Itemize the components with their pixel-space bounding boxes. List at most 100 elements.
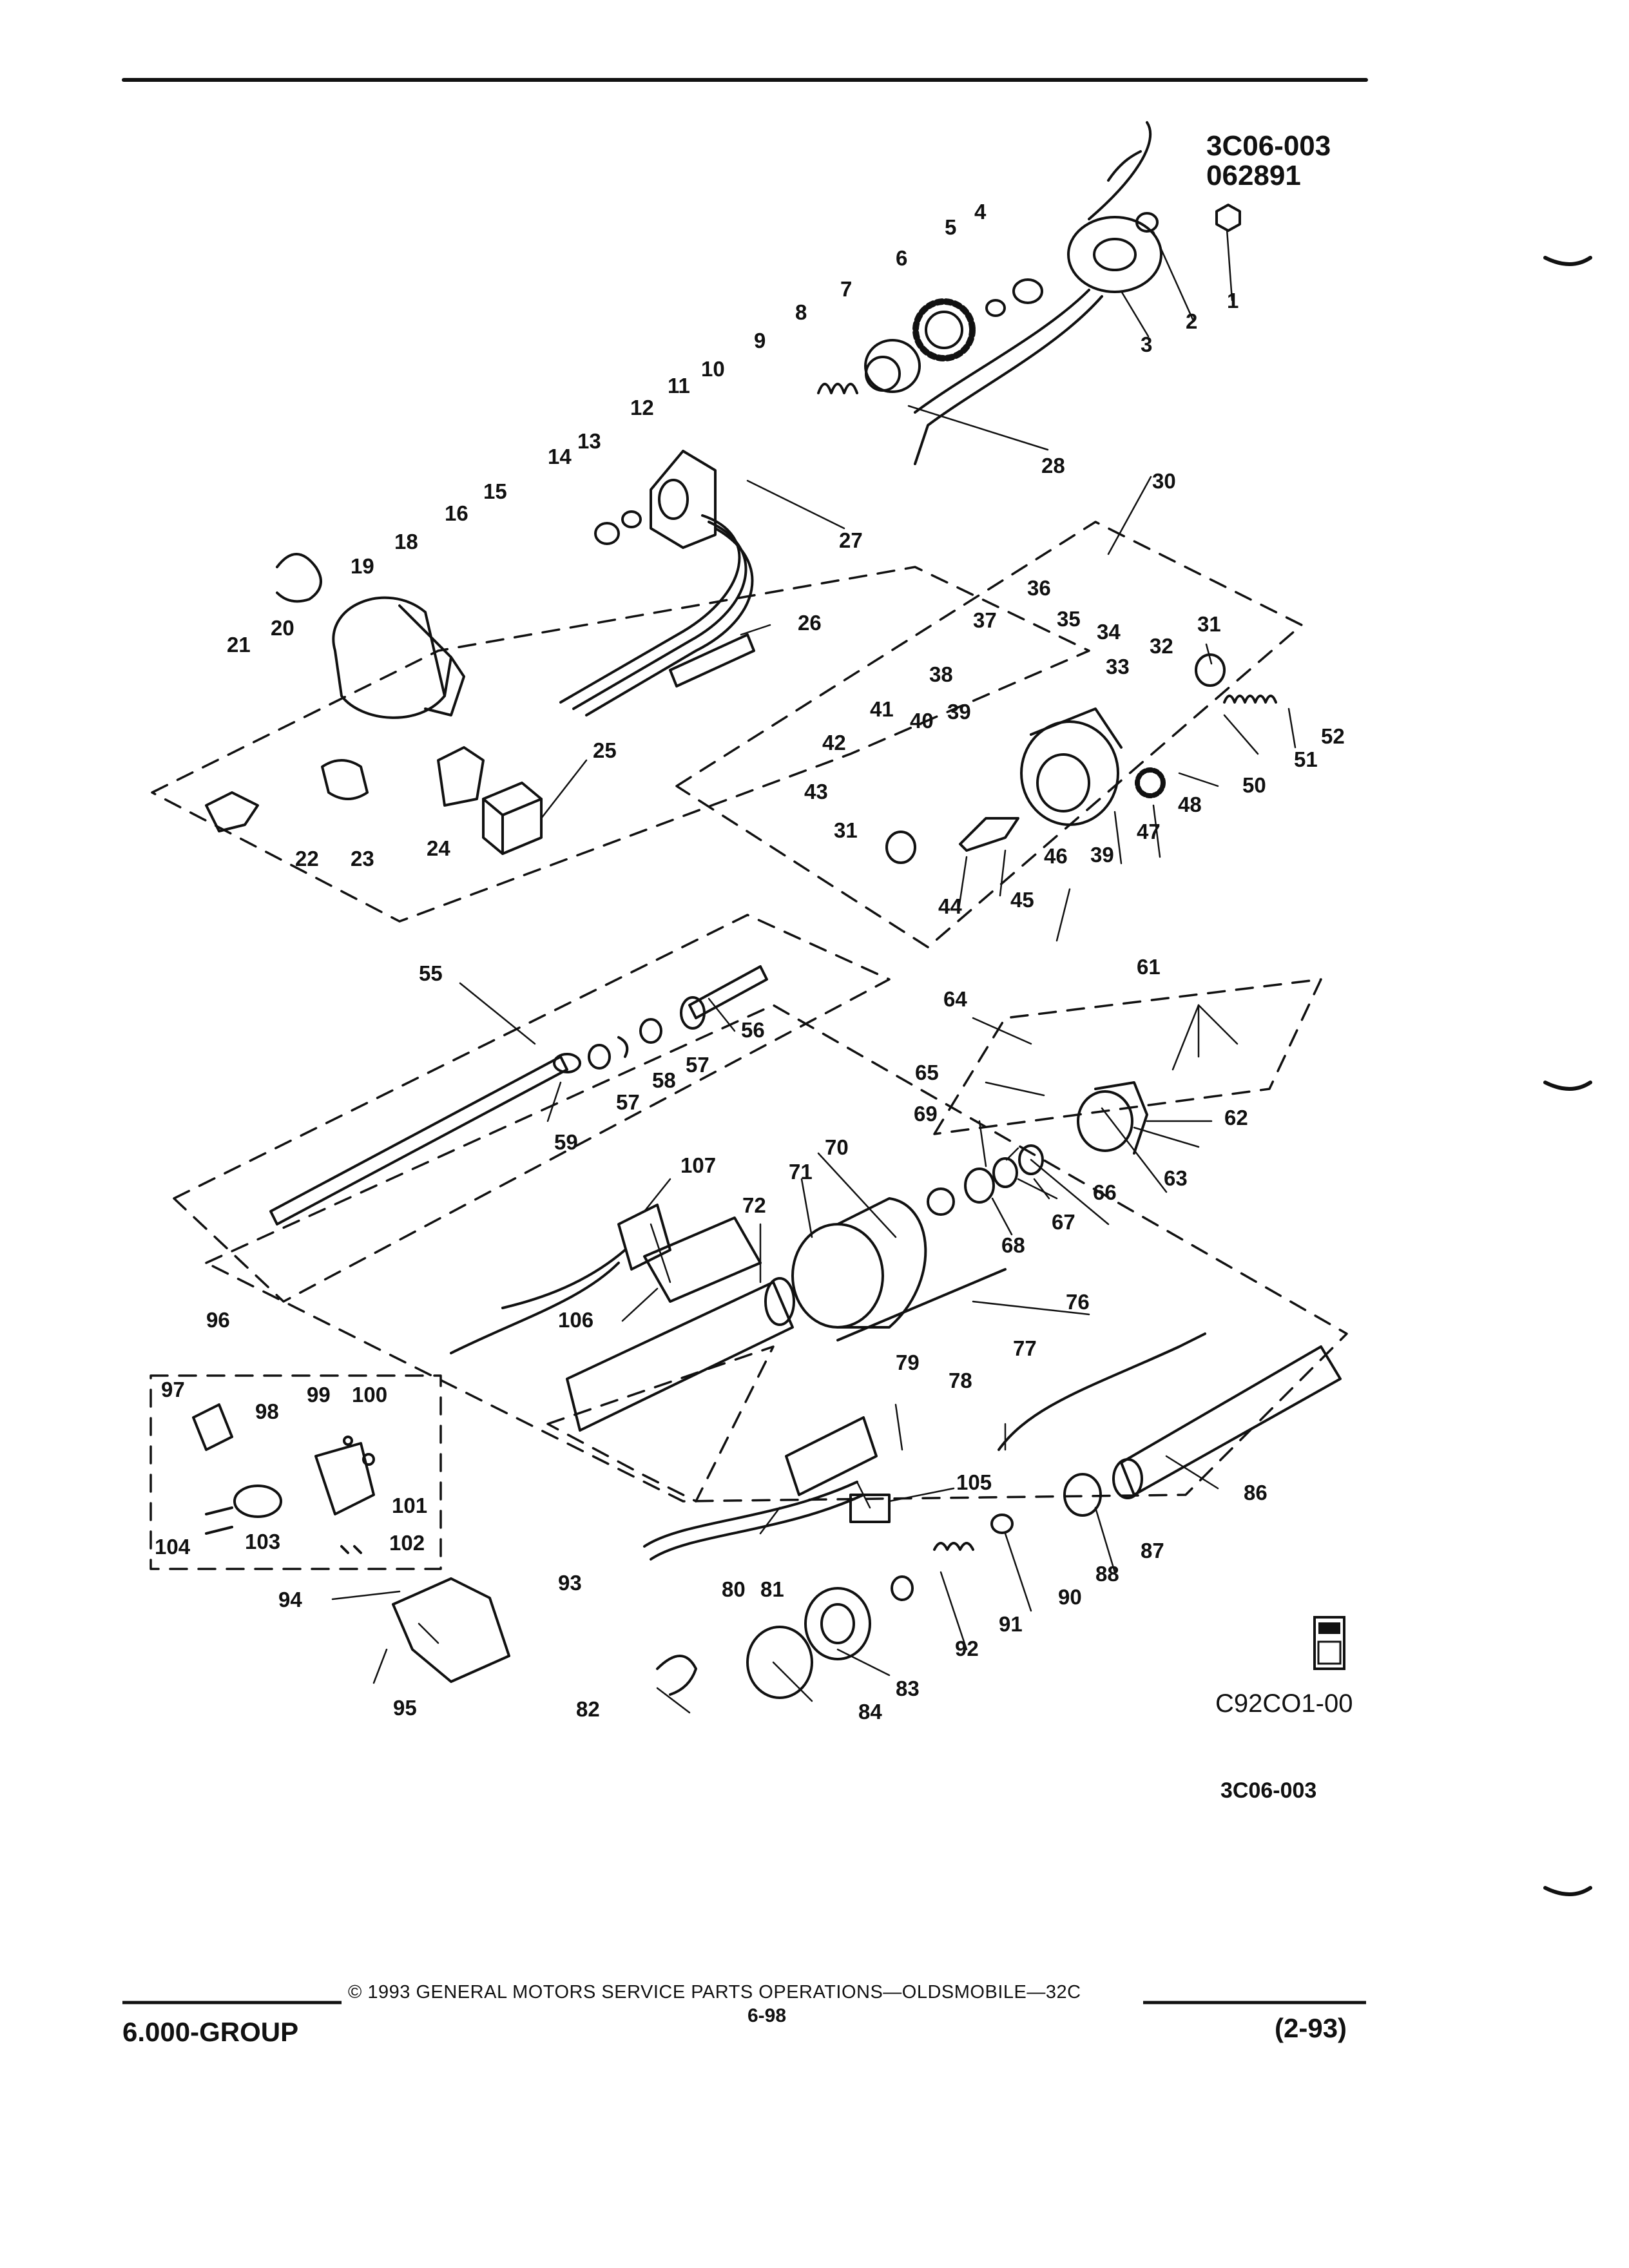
- figure-reference-bottom: 3C06-003: [1220, 1778, 1317, 1803]
- footer-revision: (2-93): [1275, 2013, 1347, 2043]
- figure-code: C92CO1-00: [1215, 1689, 1353, 1718]
- part-87-shape: [1063, 1473, 1102, 1517]
- callout-12: 12: [630, 396, 654, 419]
- part-6-shape: [912, 298, 976, 361]
- part-19-shape: [332, 596, 465, 719]
- part-68-shape: [964, 1168, 995, 1204]
- part-59-shape: [269, 1053, 581, 1225]
- part-63-shape: [1077, 1081, 1148, 1155]
- callout-46: 46: [1044, 844, 1068, 868]
- callout-86: 86: [1244, 1481, 1268, 1504]
- part-71-shape: [791, 1197, 927, 1329]
- callout-48: 48: [1178, 793, 1202, 816]
- callout-100: 100: [352, 1383, 388, 1407]
- edge-mark-1: [1543, 256, 1592, 266]
- callout-70: 70: [825, 1135, 849, 1159]
- part-31-shape-upper: [1195, 653, 1226, 687]
- callout-88: 88: [1095, 1562, 1119, 1586]
- callout-25: 25: [593, 738, 617, 762]
- part-104-shape: [205, 1506, 233, 1535]
- callout-36: 36: [1027, 576, 1051, 600]
- callout-7: 7: [840, 277, 853, 301]
- part-56-shape: [680, 965, 768, 1030]
- callout-63: 63: [1164, 1166, 1188, 1190]
- part-100-shape: [362, 1453, 375, 1466]
- callout-55: 55: [419, 961, 443, 985]
- callout-16: 16: [445, 501, 468, 525]
- callout-65: 65: [915, 1061, 939, 1084]
- callout-97: 97: [161, 1378, 185, 1401]
- callout-31-lower: 31: [834, 818, 858, 842]
- callout-3: 3: [1141, 332, 1153, 356]
- part-103-shape: [233, 1485, 282, 1518]
- part-3-shape: [1067, 121, 1162, 293]
- callout-4: 4: [974, 200, 987, 224]
- part-44-shape: [959, 817, 1019, 852]
- part-83-shape: [804, 1587, 871, 1660]
- callout-58: 58: [652, 1068, 676, 1092]
- part-8-shape: [817, 383, 858, 394]
- callout-59: 59: [554, 1130, 578, 1154]
- part-76-shape: [836, 1268, 1007, 1341]
- part-4-shape: [1012, 278, 1043, 304]
- callout-107: 107: [680, 1153, 717, 1177]
- callout-18: 18: [394, 530, 418, 553]
- callout-5: 5: [945, 215, 957, 239]
- callout-40: 40: [910, 709, 934, 733]
- callout-84: 84: [858, 1700, 882, 1724]
- callout-8: 8: [795, 300, 807, 324]
- callout-32: 32: [1150, 634, 1173, 658]
- wire-harness-28: [914, 289, 1090, 414]
- wire-107: [450, 1262, 620, 1354]
- callout-76: 76: [1066, 1290, 1090, 1314]
- part-98-shape: [314, 1442, 375, 1515]
- callout-2: 2: [1186, 309, 1198, 333]
- part-31-shape-lower: [885, 831, 916, 864]
- callout-44: 44: [938, 894, 962, 918]
- callout-57-left: 57: [616, 1090, 640, 1114]
- part-47-shape: [1135, 767, 1166, 798]
- group-outline-55: [173, 914, 891, 1303]
- callout-26: 26: [798, 611, 822, 635]
- callout-15: 15: [483, 479, 507, 503]
- group-outline-lower: [205, 1004, 1348, 1503]
- callout-102: 102: [389, 1531, 425, 1555]
- part-25-shape: [482, 782, 543, 855]
- callout-34: 34: [1097, 620, 1121, 644]
- callout-79: 79: [896, 1350, 920, 1374]
- group-box-96: [149, 1374, 442, 1570]
- callout-19: 19: [351, 554, 374, 578]
- part-46-shape: [1020, 707, 1123, 826]
- part-12-shape: [650, 450, 717, 549]
- part-99-shape: [343, 1436, 353, 1446]
- footer-group-label: 6.000-GROUP: [122, 2017, 299, 2047]
- callout-69: 69: [914, 1102, 938, 1126]
- part-72-shape: [566, 1277, 795, 1432]
- callout-106: 106: [558, 1308, 594, 1332]
- callout-42: 42: [822, 731, 846, 754]
- callout-93: 93: [558, 1571, 582, 1595]
- part-1-shape: [1215, 204, 1241, 232]
- part-77-shape: [998, 1332, 1206, 1451]
- wire-harness-upper: [559, 514, 741, 704]
- part-66-shape: [1018, 1144, 1044, 1175]
- wire-harness-lower: [643, 1481, 858, 1548]
- part-102-shape: [340, 1545, 362, 1554]
- callout-66: 66: [1093, 1180, 1117, 1204]
- callout-39-lower: 39: [1090, 843, 1114, 867]
- callout-68: 68: [1001, 1233, 1025, 1257]
- callout-81: 81: [760, 1577, 784, 1601]
- part-106-shape: [643, 1216, 762, 1303]
- callout-82: 82: [576, 1697, 600, 1721]
- callout-30: 30: [1152, 469, 1176, 493]
- callout-23: 23: [351, 847, 374, 870]
- callout-50: 50: [1242, 773, 1266, 797]
- callout-31-upper: 31: [1197, 612, 1221, 636]
- callout-91: 91: [999, 1612, 1023, 1636]
- callout-10: 10: [701, 357, 725, 381]
- edge-mark-2: [1543, 1081, 1592, 1091]
- callout-104: 104: [155, 1535, 191, 1559]
- footer-copyright: © 1993 GENERAL MOTORS SERVICE PARTS OPER…: [348, 1982, 1081, 2003]
- callout-39-upper: 39: [947, 700, 971, 724]
- callout-99: 99: [307, 1383, 331, 1407]
